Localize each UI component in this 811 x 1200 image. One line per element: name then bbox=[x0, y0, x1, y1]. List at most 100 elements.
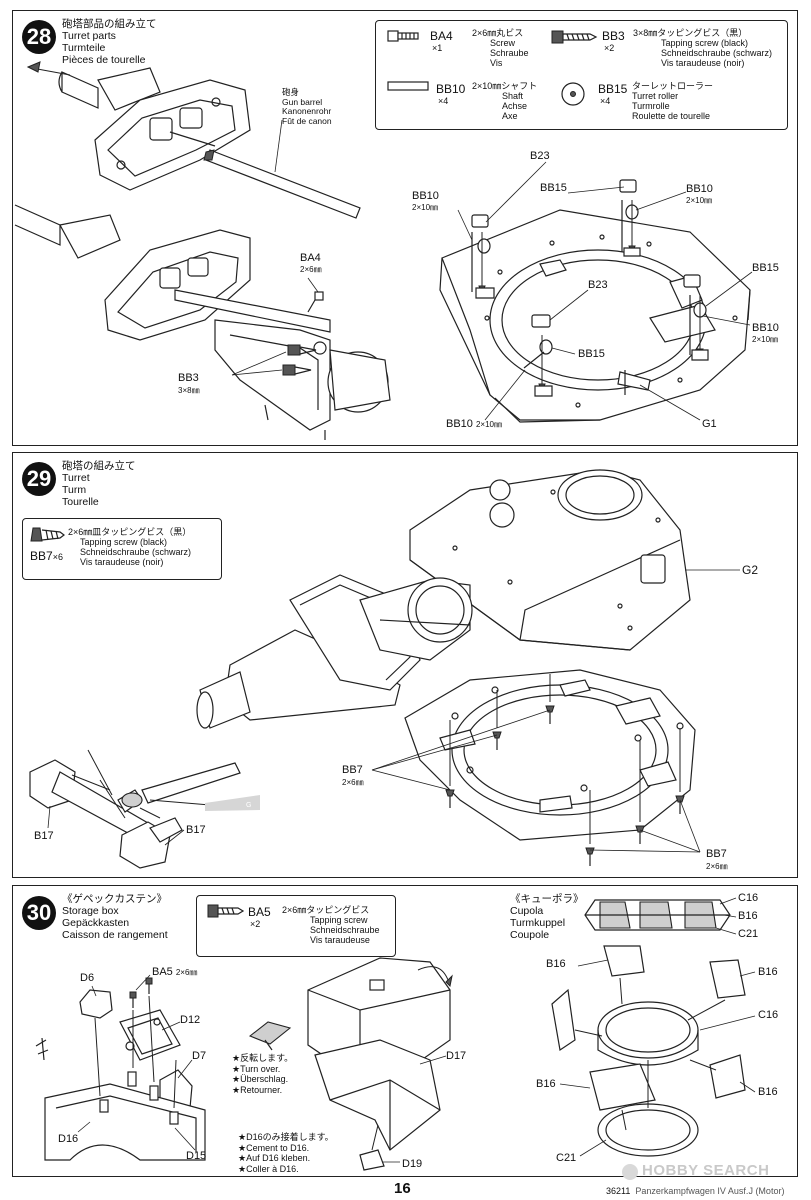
bb7-right-label: BB7 bbox=[706, 848, 727, 860]
g2-label: G2 bbox=[742, 563, 759, 577]
footer-code: 36211 Panzerkampfwagen IV Ausf.J (Motor) bbox=[606, 1186, 785, 1196]
d16-label: D16 bbox=[58, 1133, 79, 1145]
turret-ring-lower-illustration bbox=[404, 669, 696, 841]
cement-note: ★D16のみ接着します。 ★Cement to D16. ★Auf D16 kl… bbox=[238, 1132, 334, 1174]
cupola-exploded-illustration bbox=[551, 945, 746, 1157]
step-30-title: 《ゲペックカステン》 Storage box Gepäckkasten Cais… bbox=[62, 893, 168, 941]
step-30-number: 30 bbox=[22, 896, 56, 930]
shaft-icon bbox=[387, 81, 429, 91]
bb15-right-label: BB15 bbox=[752, 262, 779, 274]
part-ba5-qty: ×2 bbox=[250, 919, 261, 929]
bb3-label: BB3 bbox=[178, 372, 199, 384]
part-ba4-qty: ×1 bbox=[432, 43, 443, 53]
ba5-label: BA5 2×6㎜ bbox=[152, 966, 198, 978]
bb10-bottom-label: BB10 2×10㎜ bbox=[446, 418, 503, 430]
gun-mantlet-upper-illustration bbox=[26, 61, 251, 191]
screw-icon bbox=[387, 30, 419, 42]
bb10-right-size-label: 2×10㎜ bbox=[686, 196, 713, 205]
part-bb15-qty: ×4 bbox=[600, 96, 611, 106]
step-29-number: 29 bbox=[22, 462, 56, 496]
d17-label: D17 bbox=[446, 1050, 467, 1062]
tapping-screw-icon bbox=[207, 904, 245, 918]
gun-barrel-illustration bbox=[203, 119, 361, 219]
gun-barrel-label: 砲身 Gun barrel Kanonenrohr Fût de canon bbox=[282, 87, 332, 126]
tapping-screw-icon bbox=[551, 30, 598, 44]
part-bb3-desc: 3×8㎜タッピングビス（黒） Tapping screw (black) Sch… bbox=[633, 28, 773, 68]
watermark: HOBBY SEARCH bbox=[642, 1162, 770, 1179]
part-bb3-code: BB3 bbox=[602, 29, 625, 43]
countersunk-screw-icon bbox=[30, 527, 65, 542]
d19-label: D19 bbox=[402, 1158, 423, 1170]
storage-box-assembly-illustration bbox=[307, 957, 453, 1171]
step-29-parts-box bbox=[22, 518, 222, 580]
b23-top-label: B23 bbox=[530, 150, 550, 162]
bb7-left-label: BB7 bbox=[342, 764, 363, 776]
bb7-screws-illustration bbox=[445, 674, 685, 866]
b17-right-label: B17 bbox=[186, 824, 206, 836]
ba4-label: BA4 bbox=[300, 252, 321, 264]
bb7-right-size-label: 2×6㎜ bbox=[706, 862, 728, 871]
turret-gun-illustration bbox=[196, 574, 473, 729]
watermark-icon bbox=[622, 1164, 638, 1180]
step-28-title: 砲塔部品の組み立て Turret parts Turmteile Pièces … bbox=[62, 18, 157, 66]
bb10-left-label: BB10 bbox=[412, 190, 439, 202]
page-number: 16 bbox=[394, 1180, 411, 1197]
turn-over-note: ★反転します。 ★Turn over. ★Überschlag. ★Retour… bbox=[232, 1053, 294, 1095]
bb15-mid-label: BB15 bbox=[578, 348, 605, 360]
bb10-mid-right-label: BB10 bbox=[752, 322, 779, 334]
step-30-parts-box bbox=[196, 895, 396, 957]
part-ba4-code: BA4 bbox=[430, 29, 453, 43]
bb7-left-size-label: 2×6㎜ bbox=[342, 778, 364, 787]
part-bb10-code: BB10 bbox=[436, 82, 466, 96]
turn-over-arrow-icon bbox=[248, 1021, 292, 1051]
b16-bottom-right-label: B16 bbox=[758, 1086, 778, 1098]
part-bb10-qty: ×4 bbox=[438, 96, 449, 106]
g-marker-label: G bbox=[246, 802, 252, 809]
b17-parts-illustration bbox=[29, 749, 260, 869]
step-29-title: 砲塔の組み立て Turret Turm Tourelle bbox=[62, 460, 136, 508]
b16-bottom-left-label: B16 bbox=[536, 1078, 556, 1090]
bb3-size-label: 3×8㎜ bbox=[178, 386, 200, 395]
c21-left-label: C21 bbox=[556, 1152, 577, 1164]
d7-label: D7 bbox=[192, 1050, 207, 1062]
d12-label: D12 bbox=[180, 1014, 201, 1026]
part-bb3-qty: ×2 bbox=[604, 43, 615, 53]
b16-top-label: B16 bbox=[738, 910, 758, 922]
part-bb15-desc: ターレットローラー Turret roller Turmrolle Roulet… bbox=[632, 81, 714, 121]
part-ba5-desc: 2×6㎜タッピングビス Tapping screw Schneidschraub… bbox=[282, 905, 380, 945]
storage-box-parts-illustration bbox=[35, 977, 206, 1161]
b16-right-label: B16 bbox=[758, 966, 778, 978]
turret-roller-icon bbox=[561, 82, 585, 106]
b16-left-label: B16 bbox=[546, 958, 566, 970]
turret-shell-illustration bbox=[409, 469, 691, 651]
bb15-top-label: BB15 bbox=[540, 182, 567, 194]
part-ba5-code: BA5 bbox=[248, 905, 271, 919]
part-bb7-code: BB7×6 bbox=[30, 549, 63, 563]
c16-top-label: C16 bbox=[738, 892, 759, 904]
turret-rollers-illustration bbox=[471, 179, 709, 397]
bb10-left-size-label: 2×10㎜ bbox=[412, 203, 439, 212]
c21-top-label: C21 bbox=[738, 928, 759, 940]
d15-label: D15 bbox=[186, 1150, 207, 1162]
part-ba4-desc: 2×6㎜丸ビス Screw Schraube Vis bbox=[472, 28, 529, 68]
ba4-size-label: 2×6㎜ bbox=[300, 265, 322, 274]
g1-label: G1 bbox=[702, 418, 717, 430]
d6-label: D6 bbox=[80, 972, 95, 984]
part-bb15-code: BB15 bbox=[598, 82, 628, 96]
bb10-mid-right-size-label: 2×10㎜ bbox=[752, 335, 779, 344]
cupola-top-illustration bbox=[584, 899, 731, 931]
step-28-number: 28 bbox=[22, 20, 56, 54]
part-bb7-desc: 2×6㎜皿タッピングビス（黒） Tapping screw (black) Sc… bbox=[68, 527, 192, 567]
step-28-parts-box bbox=[375, 20, 788, 130]
c16-mid-label: C16 bbox=[758, 1009, 779, 1021]
cupola-title: 《キューポラ》 Cupola Turmkuppel Coupole bbox=[510, 893, 584, 941]
gun-mantlet-lower-illustration bbox=[14, 204, 391, 440]
part-bb10-desc: 2×10㎜シャフト Shaft Achse Axe bbox=[472, 81, 538, 121]
bb10-right-label: BB10 bbox=[686, 183, 713, 195]
